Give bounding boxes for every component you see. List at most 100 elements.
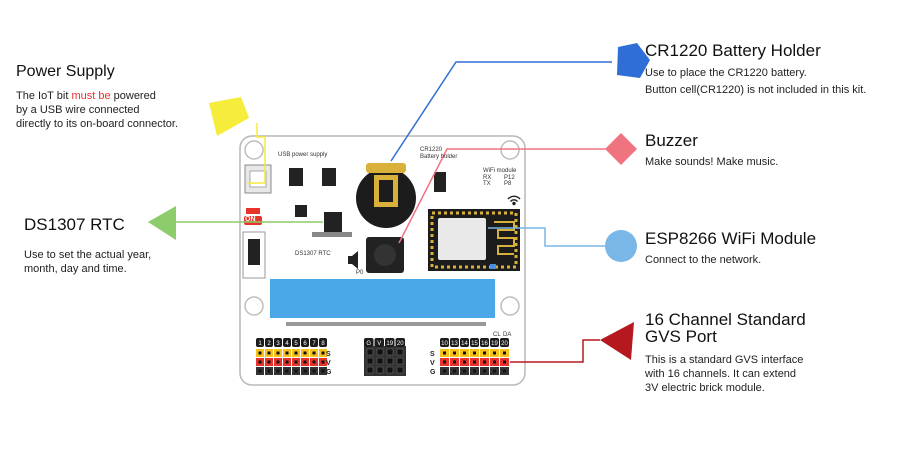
pin-column: 4: [283, 338, 291, 375]
mount-hole-bl: [244, 296, 264, 316]
mid-pin-label: 19: [386, 341, 393, 347]
pin-column: 5: [292, 338, 300, 375]
mount-hole-tl: [244, 140, 264, 160]
rtc-desc-line2: month, day and time.: [24, 263, 127, 275]
pin-column: 8: [319, 338, 327, 375]
pin-column: 15: [470, 338, 479, 375]
gvs-title-line2: GVS Port: [645, 327, 717, 346]
power-supply-desc: The IoT bit must be powered by a USB wir…: [16, 89, 178, 131]
pin-number-label: 5: [294, 341, 298, 347]
pin-number-label: 4: [285, 341, 289, 347]
battery-pentagon-icon: [617, 43, 650, 78]
pin-number-label: 7: [312, 341, 316, 347]
buzzer-diamond-icon: [605, 133, 637, 165]
pin-column: 2: [265, 338, 273, 375]
rtc-desc-line1: Use to set the actual year,: [24, 249, 152, 261]
gvs-desc-line1: This is a standard GVS interface: [645, 354, 804, 366]
chip-1: [289, 168, 303, 186]
speaker-icon: [348, 251, 358, 269]
chip-2: [322, 168, 336, 186]
power-desc-highlight: must be: [71, 90, 111, 102]
row-v-label: V: [326, 360, 331, 367]
wifi-icon: [507, 195, 521, 206]
mid-pin-label-box: [364, 338, 374, 347]
power-desc-line2: by a USB wire connected: [16, 104, 140, 116]
rtc-board-label: DS1307 RTC: [295, 251, 331, 257]
mount-hole-br: [500, 296, 520, 316]
pin-number-label: 20: [501, 341, 508, 347]
mid-pin-label-box: [374, 338, 384, 347]
gvs-title-line1: 16 Channel Standard: [645, 310, 806, 329]
gvs-title: 16 Channel Standard GVS Port: [645, 311, 806, 345]
rtc-title: DS1307 RTC: [24, 215, 125, 234]
buzzer-title: Buzzer: [645, 131, 698, 150]
battery-desc: Use to place the CR1220 battery. Button …: [645, 66, 866, 97]
mid-pin-label: 20: [397, 341, 404, 347]
display-strip: [270, 279, 495, 318]
pin-number-label: 15: [471, 341, 478, 347]
pin-column: 14: [460, 338, 469, 375]
power-desc-post: powered: [110, 90, 156, 102]
row-s-label-right: S: [430, 351, 435, 358]
pin-number-label: 2: [267, 341, 271, 347]
gvs-desc-line3: 3V electric brick module.: [645, 382, 765, 394]
chip-4: [434, 172, 446, 192]
wifi-desc: Connect to the network.: [645, 254, 762, 266]
rtc-desc: Use to set the actual year, month, day a…: [24, 248, 151, 276]
battery-holder-label-2: Battery holder: [420, 154, 458, 160]
pin-column: 7: [310, 338, 318, 375]
buzzer-desc: Make sounds! Make music.: [645, 156, 779, 168]
pin-number-label: 10: [441, 341, 448, 347]
gvs-connector-line: [510, 339, 600, 363]
gvs-desc: This is a standard GVS interface with 16…: [645, 353, 803, 395]
pin-column: 20: [500, 338, 509, 375]
mid-pin-label: V: [377, 341, 381, 347]
rtc-arrow-icon: [148, 206, 176, 240]
rtc-chip: [324, 212, 342, 234]
power-desc-line3: directly to its on-board connector.: [16, 118, 179, 130]
p12-label: P12: [504, 175, 515, 181]
pin-column: 13: [450, 338, 459, 375]
pin-number-label: 14: [461, 341, 468, 347]
battery-title: CR1220 Battery Holder: [645, 41, 821, 60]
pin-number-label: 1: [258, 341, 262, 347]
pin-number-label: 19: [491, 341, 498, 347]
mid-pin-label-box: [395, 338, 405, 347]
battery-desc-line2: Button cell(CR1220) is not included in t…: [645, 84, 867, 96]
pin-number-label: 8: [321, 341, 325, 347]
row-v-label-right: V: [430, 360, 435, 367]
rx-label: RX: [483, 175, 492, 181]
pin-number-label: 3: [276, 341, 280, 347]
battery-connector-line: [390, 61, 612, 162]
pin-column: 6: [301, 338, 309, 375]
gvs-desc-line2: with 16 channels. It can extend: [645, 368, 797, 380]
pin-column: 1: [256, 338, 264, 375]
da-label: DA: [503, 332, 512, 338]
mid-pin-label-box: [385, 338, 395, 347]
tx-label: TX: [483, 181, 491, 187]
cl-label: CL: [493, 332, 501, 338]
row-s-label: S: [326, 351, 331, 358]
wifi-title: ESP8266 WiFi Module: [645, 229, 817, 248]
usb-label: USB power supply: [278, 152, 328, 158]
mount-hole-tr: [500, 140, 520, 160]
chip-3: [295, 205, 307, 217]
gvs-arrow-icon: [600, 322, 634, 360]
pin-column: 16: [480, 338, 489, 375]
row-g-label: G: [326, 369, 332, 376]
wifi-circle-icon: [605, 230, 637, 262]
female-header-holes: [366, 348, 404, 374]
battery-holder: [356, 163, 416, 228]
power-marker-icon: [209, 97, 249, 136]
pin-column: 10: [440, 338, 449, 375]
mid-pin-label: G: [366, 341, 371, 347]
wifi-board-label: WiFi module: [483, 168, 517, 174]
pin-number-label: 16: [481, 341, 488, 347]
pin-number-label: 6: [303, 341, 307, 347]
pin-number-label: 13: [451, 341, 458, 347]
wifi-connector-line: [488, 227, 605, 247]
